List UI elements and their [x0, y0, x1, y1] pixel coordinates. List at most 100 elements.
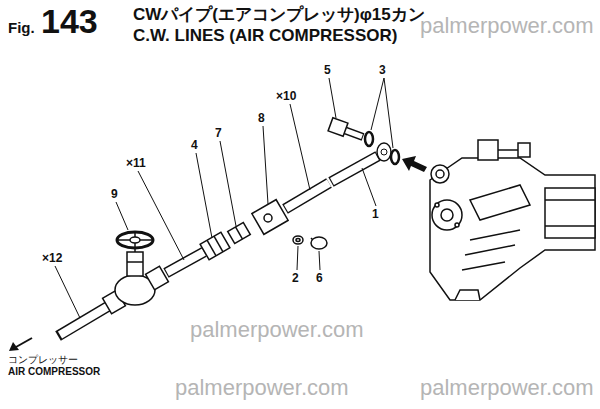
compressor-arrow [16, 338, 32, 347]
air-compressor [545, 199, 595, 201]
air-compressor [455, 223, 459, 227]
air-compressor [545, 225, 595, 227]
pipe-x11 [166, 252, 204, 273]
air-compressor [465, 245, 515, 255]
pipe-x12 [60, 304, 112, 335]
figure-label: Fig. [8, 20, 35, 37]
pipe-1 [377, 143, 391, 161]
pipe-x10 [285, 183, 329, 209]
air-compressor [430, 158, 595, 300]
leader-line [290, 104, 310, 190]
callout-number: 2 [292, 272, 299, 285]
watermark: palmerpower.com [420, 14, 594, 38]
gate-valve [130, 237, 140, 243]
eye-bolt [365, 132, 373, 146]
leader-line [319, 251, 320, 270]
gate-valve [103, 232, 169, 314]
pipe-fitting [214, 236, 223, 252]
callout-number: ×10 [276, 90, 296, 103]
callout-number: 9 [111, 188, 118, 201]
compressor-arrow [9, 338, 32, 351]
gate-valve [118, 239, 130, 241]
air-compressor [498, 149, 520, 151]
watermark: palmerpower.com [175, 376, 349, 400]
callout-number: ×12 [42, 252, 62, 265]
eye-bolt [345, 130, 362, 136]
leader-line [55, 78, 393, 318]
direction-note: コンプレッサー [8, 354, 78, 365]
pipe-x11 [166, 252, 204, 273]
leader-line [116, 202, 128, 230]
air-compressor [432, 200, 462, 230]
figure-title: CWパイプ(エアコンプレッサ)φ15カン C.W. LINES (AIR COM… [133, 4, 433, 46]
pipe-1 [381, 149, 387, 155]
leader-line [138, 171, 184, 260]
eye-bolt [328, 118, 348, 137]
callout-number: 3 [379, 64, 386, 77]
gate-valve [117, 232, 153, 248]
callout-number: 4 [191, 139, 198, 152]
pipe-1 [331, 143, 391, 182]
air-compressor [478, 140, 498, 160]
pipe-x10 [286, 183, 329, 209]
eye-bolt [391, 150, 399, 164]
leader-line [384, 78, 393, 148]
pipe-1 [332, 157, 377, 182]
callout-number: 7 [215, 127, 222, 140]
tee-block [264, 214, 272, 222]
pipe-x11 [167, 252, 204, 273]
pipe-fitting [200, 232, 230, 260]
direction-arrow [402, 156, 427, 172]
eye-bolt [328, 118, 399, 164]
air-compressor [470, 185, 530, 220]
pipe-1 [331, 156, 378, 182]
leader-line [220, 141, 236, 226]
watermark: palmerpower.com [420, 376, 594, 400]
pipe-x12 [58, 304, 112, 336]
leader-line [362, 168, 376, 206]
pipe-fitting [236, 227, 243, 239]
callout-number: 1 [372, 208, 379, 221]
callout-number: 6 [316, 272, 323, 285]
air-compressor [455, 290, 480, 300]
air-compressor [435, 203, 439, 207]
leader-line [196, 153, 212, 238]
pipe-x12 [58, 304, 112, 336]
gate-valve [140, 239, 152, 241]
pipe-x10 [285, 183, 329, 209]
gate-valve [134, 243, 136, 248]
pipe-fitting [207, 240, 216, 256]
callout-number: ×11 [126, 157, 146, 170]
tee-block [296, 239, 300, 242]
gate-valve [127, 252, 143, 276]
pipe-fitting [200, 222, 250, 259]
watermark: palmerpower.com [190, 318, 364, 342]
pipe-fitting [228, 222, 251, 243]
callout-number: 5 [324, 64, 331, 77]
leader-line [55, 266, 80, 318]
leader-line [263, 126, 268, 204]
air-compressor [462, 262, 505, 270]
gate-valve [134, 232, 136, 237]
air-compressor [430, 140, 595, 300]
air-compressor [441, 209, 453, 221]
gate-valve [127, 261, 143, 263]
air-compressor [518, 143, 530, 157]
leader-line [329, 78, 336, 118]
air-compressor [545, 188, 595, 238]
eye-bolt [344, 130, 363, 137]
leader-line [371, 78, 384, 130]
leader-line [297, 246, 298, 270]
air-compressor [470, 230, 520, 240]
compressor-arrow [9, 342, 19, 351]
tee-block [311, 237, 327, 249]
air-compressor [436, 170, 444, 178]
air-compressor [431, 165, 449, 183]
tee-block [293, 236, 303, 244]
callout-number: 8 [258, 112, 265, 125]
direction-arrow [402, 156, 427, 172]
direction-note: AIR COMPRESSOR [8, 366, 100, 377]
figure-number: 143 [41, 3, 98, 40]
